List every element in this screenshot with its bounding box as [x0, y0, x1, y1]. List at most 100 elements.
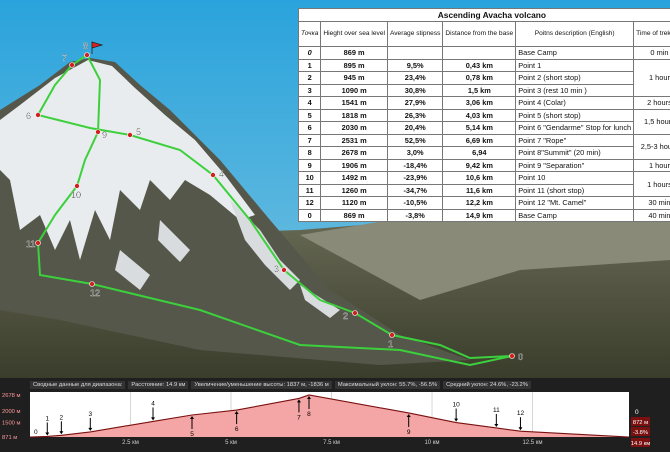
map-waypoint-label: 3: [274, 264, 279, 274]
cell-height: 1090 m: [320, 83, 388, 97]
cell-point: 9: [297, 158, 322, 172]
cell-point: 12: [297, 196, 322, 210]
cell-dist: 4,03 km: [442, 108, 517, 122]
cell-desc: Point 12 "Mt. Camel": [515, 196, 635, 210]
cell-dist: 12,2 km: [442, 196, 517, 210]
cell-steep: -3,8%: [386, 208, 444, 222]
stats-summary: Сводные данные для диапазона:: [30, 381, 126, 389]
map-waypoint-marker[interactable]: [210, 172, 216, 178]
map-waypoint-marker[interactable]: [89, 281, 95, 287]
cell-steep: 27,9%: [386, 96, 444, 110]
cell-steep: 20,4%: [386, 121, 444, 135]
elevation-profile-panel: Сводные данные для диапазона: Расстояние…: [0, 378, 670, 452]
stats-distance: Расстояние: 14.9 км: [128, 381, 189, 389]
map-waypoint-label: 5: [136, 127, 141, 137]
map-waypoint-marker[interactable]: [35, 112, 41, 118]
column-header: Distance from the base: [442, 21, 517, 47]
cursor-readout-dist: 14.9 км: [631, 441, 650, 447]
cell-dist: 9,42 km: [442, 158, 517, 172]
profile-marker-label: 1: [45, 415, 49, 422]
cell-steep: 9,5%: [386, 58, 444, 72]
x-tick-label: 2.5 км: [122, 440, 139, 446]
cell-point: 10: [297, 171, 322, 185]
cell-steep: -34,7%: [386, 183, 444, 197]
map-waypoint-marker[interactable]: [84, 52, 90, 58]
map-waypoint-marker[interactable]: [74, 183, 80, 189]
cell-height: 1541 m: [320, 96, 388, 110]
map-waypoint-label: 6: [26, 111, 31, 121]
cell-dist: 14,9 km: [442, 208, 517, 222]
map-waypoint-marker[interactable]: [127, 132, 133, 138]
snow-patches: [115, 200, 340, 318]
map-waypoint-marker[interactable]: [281, 267, 287, 273]
map-waypoint-marker[interactable]: [389, 332, 395, 338]
stats-max-slope: Максимальный уклон: 55.7%, -56.5%: [334, 381, 441, 389]
column-header: Average stipness: [386, 21, 444, 47]
column-header: Time of trekking: [633, 21, 670, 47]
column-header: Hieght over sea level: [320, 21, 388, 47]
cursor-readout-box: [631, 438, 650, 447]
cell-dist: 6,69 km: [442, 133, 517, 147]
arrowhead: [454, 418, 459, 422]
cell-point: 2: [297, 71, 322, 85]
cell-desc: Base Camp: [515, 46, 635, 60]
map-waypoint-label: 10: [71, 190, 81, 200]
profile-marker-label: 5: [190, 431, 194, 438]
cell-time: 1 hour: [633, 158, 670, 172]
cursor-readout-box: [631, 417, 650, 426]
map-waypoint-marker[interactable]: [95, 129, 101, 135]
cell-steep: [386, 46, 444, 60]
cell-dist: 0,43 km: [442, 58, 517, 72]
map-waypoint-marker[interactable]: [352, 310, 358, 316]
map-waypoint-label: 4: [219, 169, 224, 179]
column-header: Poitns description (English): [515, 21, 635, 47]
cell-dist: 5,14 km: [442, 121, 517, 135]
profile-marker-label: 0: [635, 409, 639, 416]
cell-steep: 30,8%: [386, 83, 444, 97]
cell-desc: Point 4 (Colar): [515, 96, 635, 110]
x-tick-label: 12.5 км: [522, 440, 542, 446]
cell-point: 5: [297, 108, 322, 122]
cell-steep: -18,4%: [386, 158, 444, 172]
cell-dist: 0,78 km: [442, 71, 517, 85]
cell-height: 1906 m: [320, 158, 388, 172]
cursor-readout-elev: 872 м: [633, 420, 648, 426]
map-waypoint-marker[interactable]: [35, 240, 41, 246]
x-tick-label: 7.5 км: [323, 440, 340, 446]
profile-line: [29, 394, 630, 438]
x-tick-label: 10 км: [424, 440, 439, 446]
map-waypoint-marker[interactable]: [509, 353, 515, 359]
cell-height: 1120 m: [320, 196, 388, 210]
column-header: Точка: [297, 21, 322, 47]
cell-point: 3: [297, 83, 322, 97]
map-waypoint-marker[interactable]: [69, 62, 75, 68]
cell-steep: -10,5%: [386, 196, 444, 210]
cell-steep: -23,9%: [386, 171, 444, 185]
cell-dist: 3,06 km: [442, 96, 517, 110]
profile-marker-label: 11: [493, 407, 500, 414]
profile-marker-label: 6: [235, 426, 239, 433]
cell-desc: Point 7 "Rope": [515, 133, 635, 147]
y-tick-label: 2678 м: [2, 393, 21, 399]
cell-height: 945 m: [320, 71, 388, 85]
cell-desc: Point 11 (short stop): [515, 183, 635, 197]
cell-point: 11: [297, 183, 322, 197]
cell-time: 30 min: [633, 196, 670, 210]
y-tick-label: 1500 м: [2, 420, 21, 426]
arrowhead: [88, 427, 93, 431]
map-waypoint-label: 1: [388, 339, 393, 349]
profile-marker-label: 12: [517, 410, 525, 417]
cell-time: 2,5-3 hours: [633, 133, 670, 160]
cell-desc: Point 10: [515, 171, 635, 185]
map-waypoint-label: 9: [102, 130, 107, 140]
cell-time: 40 min: [633, 208, 670, 222]
cell-point: 7: [297, 133, 322, 147]
